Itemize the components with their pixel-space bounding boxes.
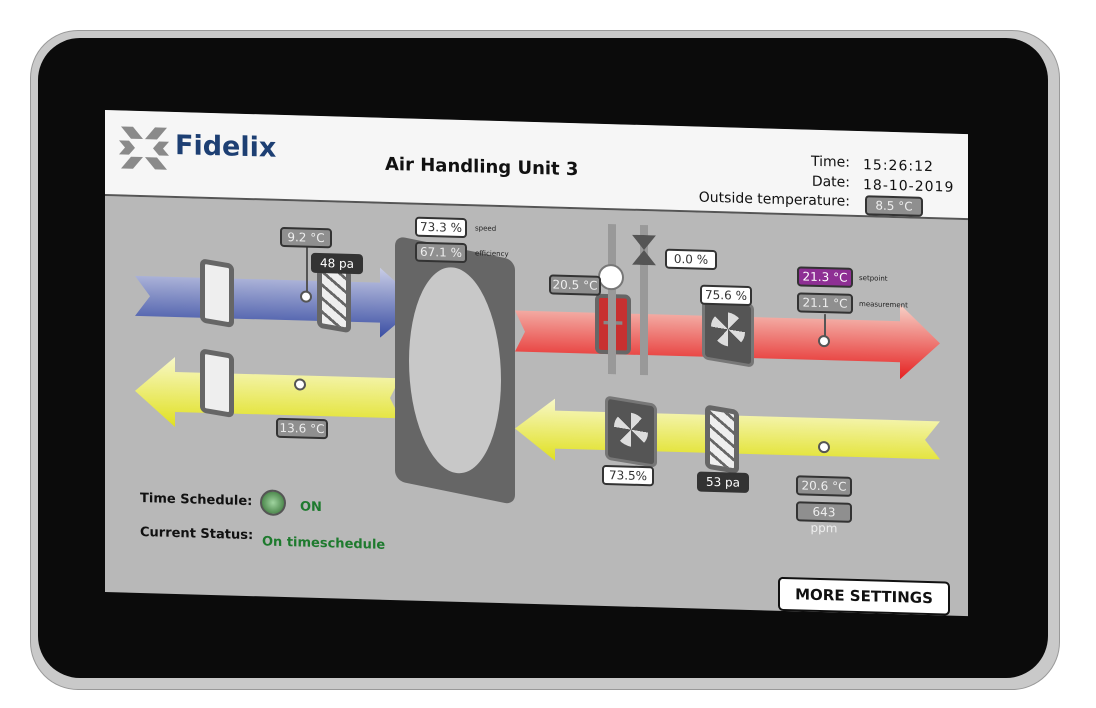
exhaust-temp[interactable]: 13.6 °C (276, 417, 328, 440)
heater-temp[interactable]: 20.5 °C (549, 274, 601, 296)
extract-sensor[interactable] (818, 440, 830, 454)
valve-position[interactable]: 0.0 % (665, 248, 717, 271)
sensor-stem (306, 245, 308, 296)
supply-filter-pressure[interactable]: 48 pa (311, 252, 363, 275)
exhaust-fan-icon[interactable] (605, 395, 657, 469)
supply-fan-speed[interactable]: 75.6 % (700, 284, 752, 307)
pipe (608, 224, 616, 375)
exhaust-damper-icon[interactable] (200, 348, 234, 418)
time-schedule-value: ON (300, 499, 322, 516)
header: Fidelix Air Handling Unit 3 Time: 15:26:… (105, 110, 968, 221)
time-schedule-label: Time Schedule: (140, 490, 253, 510)
outside-temp-value: 8.5 °C (865, 195, 923, 217)
outdoor-damper-icon[interactable] (200, 258, 234, 328)
extract-temp[interactable]: 20.6 °C (796, 475, 852, 497)
date-value: 18-10-2019 (863, 177, 955, 196)
outdoor-air-arrow (135, 267, 420, 338)
exhaust-sensor[interactable] (294, 378, 306, 391)
page-title: Air Handling Unit 3 (385, 153, 579, 181)
supply-filter-icon[interactable] (317, 263, 351, 334)
exhaust-fan-speed[interactable]: 73.5% (602, 464, 654, 487)
wheel-efficiency-label: efficiency (475, 249, 509, 259)
fidelix-logo-icon (119, 126, 169, 170)
intake-sensor[interactable] (300, 290, 312, 303)
measurement-label: measurement (859, 300, 908, 310)
time-value: 15:26:12 (863, 157, 934, 176)
time-label: Time: (811, 153, 850, 171)
date-label: Date: (811, 173, 850, 191)
screen: Fidelix Air Handling Unit 3 Time: 15:26:… (105, 110, 968, 617)
brand-logo-text: Fidelix (175, 129, 277, 164)
outside-temp-label: Outside temperature: (698, 189, 850, 210)
current-status-value: On timeschedule (262, 534, 386, 553)
intake-temp[interactable]: 9.2 °C (280, 226, 332, 249)
wheel-efficiency[interactable]: 67.1 % (415, 241, 467, 264)
heat-recovery-wheel[interactable] (395, 235, 515, 506)
exhaust-air-arrow (135, 356, 400, 427)
measurement-value[interactable]: 21.1 °C (797, 292, 853, 314)
co2-value[interactable]: 643 ppm (796, 501, 852, 535)
wheel-speed-label: speed (475, 224, 497, 233)
setpoint-value[interactable]: 21.3 °C (797, 266, 853, 288)
current-status-label: Current Status: (140, 524, 254, 544)
supply-sensor[interactable] (818, 334, 830, 348)
pump-icon[interactable] (598, 263, 624, 291)
extract-filter-icon[interactable] (705, 404, 739, 475)
setpoint-label: setpoint (859, 274, 888, 283)
wheel-speed[interactable]: 73.3 % (415, 216, 467, 239)
clock-icon[interactable] (260, 489, 286, 517)
extract-filter-pressure[interactable]: 53 pa (697, 471, 749, 493)
more-settings-button[interactable]: MORE SETTINGS (778, 576, 950, 616)
valve-icon[interactable] (632, 234, 656, 266)
